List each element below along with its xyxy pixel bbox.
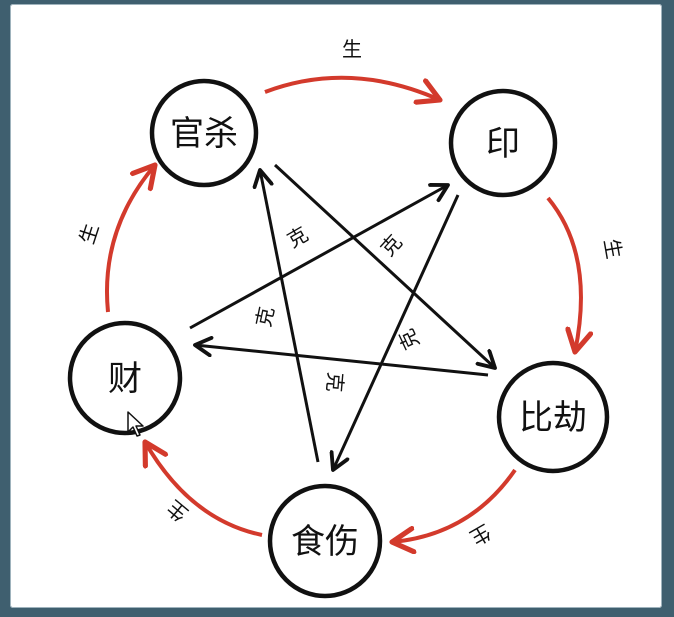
mouse-cursor-icon [127,411,144,437]
sheng-arrow-guansha-yin [264,75,440,100]
label-ke-bijie-cai: 克 [322,371,348,393]
ke-arrow-guansha-bijie [273,163,495,368]
node-yin-label: 印 [486,124,520,164]
node-cai-label: 财 [108,359,142,399]
label-sheng-cai-guansha: 生 [75,220,104,246]
label-ke-guansha-bijie: 克 [376,230,407,261]
node-shishang: 食伤 [267,483,383,599]
sheng-arrow-shishang-cai [145,442,263,537]
ke-arrow-bijie-cai [195,345,489,377]
label-sheng-yin-bijie: 生 [599,237,626,261]
node-guansha-label: 官杀 [170,114,238,154]
label-sheng-bijie-shishang: 生 [466,519,495,550]
node-shishang-label: 食伤 [291,522,359,562]
ke-arrow-cai-yin [189,185,448,330]
label-sheng-shishang-cai: 生 [162,495,193,526]
label-ke-yin-shishang: 克 [394,325,424,353]
sheng-arrow-bijie-shishang [392,468,517,542]
node-bijie-label: 比劫 [519,398,587,438]
node-cai: 财 [67,320,183,436]
sheng-arrow-cai-guansha [105,165,155,313]
ke-arrow-shishang-guansha [260,170,320,463]
node-guansha: 官杀 [149,78,259,188]
node-bijie: 比劫 [496,360,610,474]
ke-arrow-yin-shishang [333,194,460,470]
label-ke-shishang-guansha: 克 [251,305,279,330]
label-ke-cai-yin: 克 [283,222,312,253]
node-yin: 印 [448,88,558,198]
label-sheng-guansha-yin: 生 [342,37,362,61]
sheng-arrow-yin-bijie [546,196,581,352]
